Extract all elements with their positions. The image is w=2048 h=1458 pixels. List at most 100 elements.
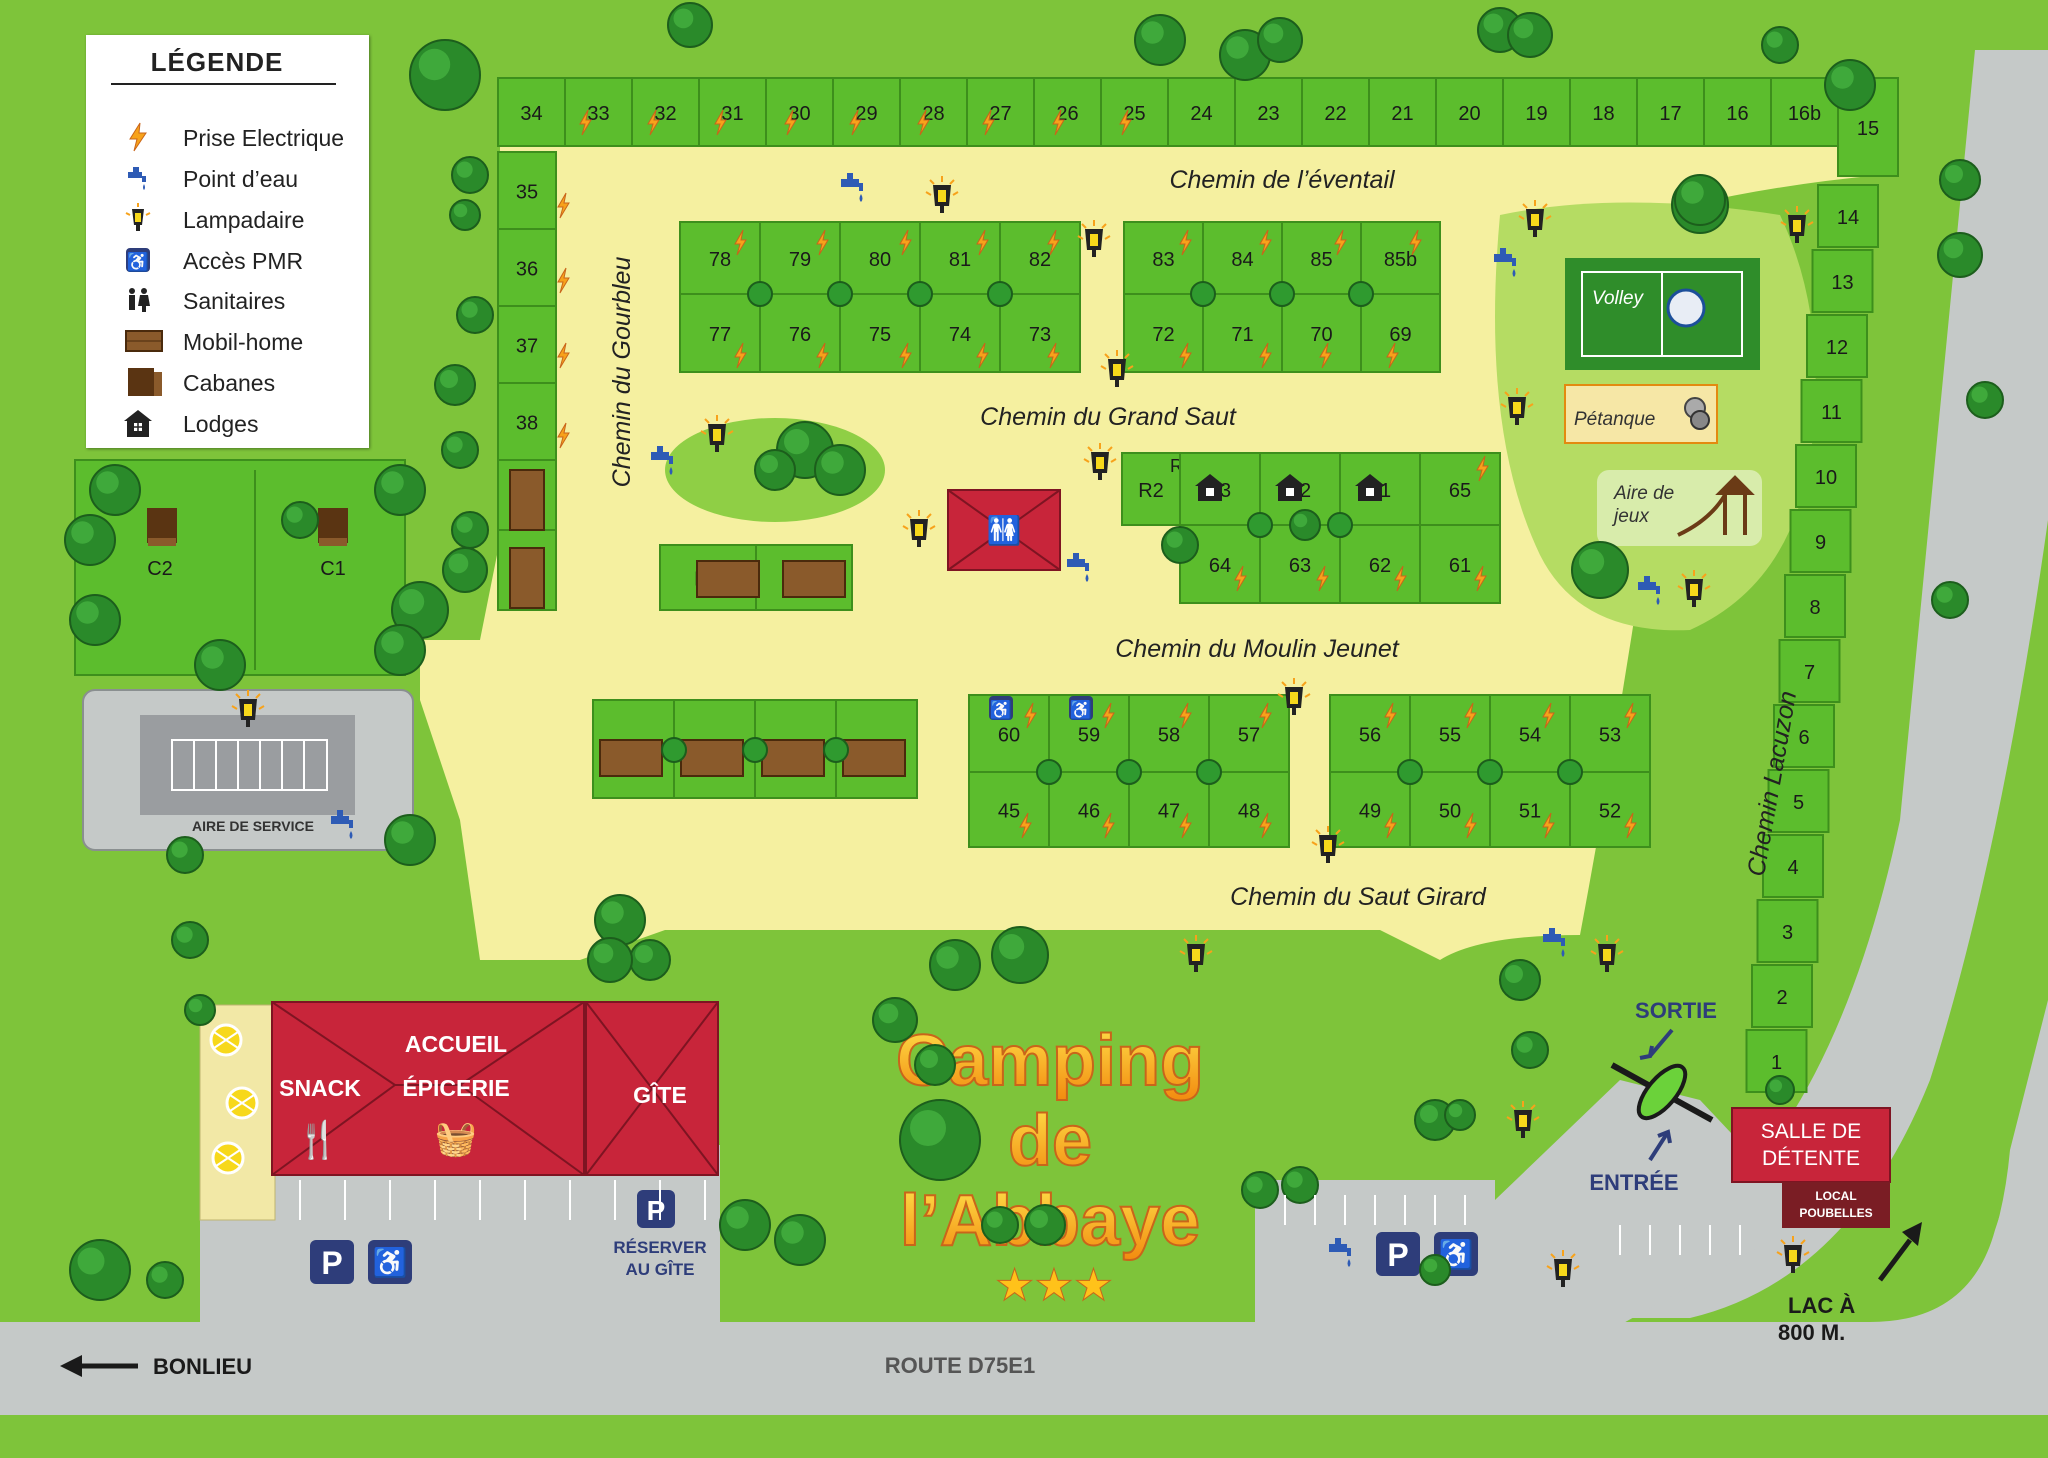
pitch-65[interactable]: 65 <box>1419 452 1501 526</box>
service-platform <box>140 715 355 815</box>
pitch-35-label: 35 <box>516 182 538 204</box>
pitch-16[interactable]: 16 <box>1703 77 1772 147</box>
street-lamp-icon <box>1277 678 1311 715</box>
pitch-58[interactable]: 58 <box>1128 694 1210 773</box>
pitch-29[interactable]: 29 <box>832 77 901 147</box>
pitch-10[interactable]: 10 <box>1795 444 1857 508</box>
sanitaires-building[interactable]: 🚻 <box>947 489 1061 571</box>
pitch-80[interactable]: 80 <box>839 221 921 295</box>
pitch-2[interactable]: 2 <box>1751 964 1813 1028</box>
pitch-8[interactable]: 8 <box>1784 574 1846 638</box>
pitch-85[interactable]: 85 <box>1281 221 1362 295</box>
pitch-25[interactable]: 25 <box>1100 77 1169 147</box>
pitch-75[interactable]: 75 <box>839 293 921 373</box>
pitch-62[interactable]: 62 <box>1339 524 1421 604</box>
pitch-47[interactable]: 47 <box>1128 771 1210 848</box>
pitch-14[interactable]: 14 <box>1817 184 1879 248</box>
pitch-6[interactable]: 6 <box>1773 704 1835 768</box>
pitch-l1[interactable]: L1 <box>1339 452 1421 526</box>
pitch-26[interactable]: 26 <box>1033 77 1102 147</box>
water-tap-icon <box>1067 553 1089 582</box>
pitch-24[interactable]: 24 <box>1167 77 1236 147</box>
pitch-23[interactable]: 23 <box>1234 77 1303 147</box>
pitch-69[interactable]: 69 <box>1360 293 1441 373</box>
svg-text:BONLIEU: BONLIEU <box>153 1354 252 1379</box>
pitch-21[interactable]: 21 <box>1368 77 1437 147</box>
lightning-icon <box>1624 702 1637 729</box>
pitch-38[interactable]: 38 <box>497 382 557 461</box>
pitch-12[interactable]: 12 <box>1806 314 1868 378</box>
pitch-30[interactable]: 30 <box>765 77 834 147</box>
pitch-79[interactable]: 79 <box>759 221 841 295</box>
pitch-35[interactable]: 35 <box>497 151 557 230</box>
pitch-45[interactable]: 45 <box>968 771 1050 848</box>
legend-item-mobilhome: Mobil-home <box>86 323 369 359</box>
pitch-18[interactable]: 18 <box>1569 77 1638 147</box>
accueil-building[interactable]: ACCUEIL SNACK ÉPICERIE 🍴 🧺 <box>271 1001 585 1176</box>
pitch-54[interactable]: 54 <box>1489 694 1571 773</box>
pitch-32[interactable]: 32 <box>631 77 700 147</box>
pitch-73[interactable]: 73 <box>999 293 1081 373</box>
pitch-46[interactable]: 46 <box>1048 771 1130 848</box>
pitch-48[interactable]: 48 <box>1208 771 1290 848</box>
pitch-85b[interactable]: 85b <box>1360 221 1441 295</box>
playground[interactable] <box>1597 470 1762 546</box>
pitch-57[interactable]: 57 <box>1208 694 1290 773</box>
pitch-61[interactable]: 61 <box>1419 524 1501 604</box>
lightning-icon <box>784 109 797 136</box>
pitch-13[interactable]: 13 <box>1811 249 1874 313</box>
gite-building[interactable]: GÎTE <box>585 1001 719 1176</box>
pitch-7[interactable]: 7 <box>1778 639 1841 703</box>
pitch-71[interactable]: 71 <box>1202 293 1283 373</box>
entrance-barrier[interactable] <box>1610 1058 1714 1125</box>
pitch-84[interactable]: 84 <box>1202 221 1283 295</box>
pitch-33[interactable]: 33 <box>564 77 633 147</box>
pitch-47-label: 47 <box>1158 801 1180 823</box>
pitch-3[interactable]: 3 <box>1756 899 1819 963</box>
pitch-78[interactable]: 78 <box>679 221 761 295</box>
pitch-55[interactable]: 55 <box>1409 694 1491 773</box>
pitch-72[interactable]: 72 <box>1123 293 1204 373</box>
pitch-19[interactable]: 19 <box>1502 77 1571 147</box>
pitch-11[interactable]: 11 <box>1800 379 1863 443</box>
pitch-27[interactable]: 27 <box>966 77 1035 147</box>
pitch-5[interactable]: 5 <box>1767 769 1830 833</box>
pitch-22[interactable]: 22 <box>1301 77 1370 147</box>
pitch-53[interactable]: 53 <box>1569 694 1651 773</box>
pitch-76[interactable]: 76 <box>759 293 841 373</box>
pitch-28[interactable]: 28 <box>899 77 968 147</box>
pitch-82[interactable]: 82 <box>999 221 1081 295</box>
lightning-icon <box>1542 812 1555 839</box>
pitch-1-label: 1 <box>1771 1052 1782 1074</box>
pitch-49[interactable]: 49 <box>1329 771 1411 848</box>
pitch-70[interactable]: 70 <box>1281 293 1362 373</box>
pitch-83[interactable]: 83 <box>1123 221 1204 295</box>
pitch-5-label: 5 <box>1793 792 1804 814</box>
lightning-icon <box>1179 702 1192 729</box>
pitch-34[interactable]: 34 <box>497 77 566 147</box>
pitch-17[interactable]: 17 <box>1636 77 1705 147</box>
pitch-77[interactable]: 77 <box>679 293 761 373</box>
pitch-52[interactable]: 52 <box>1569 771 1651 848</box>
salle-detente-building[interactable]: SALLE DE DÉTENTE <box>1731 1107 1891 1183</box>
pitch-50[interactable]: 50 <box>1409 771 1491 848</box>
pitch-11-label: 11 <box>1821 402 1842 424</box>
pitch-51[interactable]: 51 <box>1489 771 1571 848</box>
cabin-c1[interactable]: C1 <box>318 508 348 580</box>
pitch-37[interactable]: 37 <box>497 305 557 384</box>
pitch-74[interactable]: 74 <box>919 293 1001 373</box>
pitch-20[interactable]: 20 <box>1435 77 1504 147</box>
pitch-36[interactable]: 36 <box>497 228 557 307</box>
wheelchair-icon: ♿ <box>126 248 150 272</box>
pitch-56[interactable]: 56 <box>1329 694 1411 773</box>
water-tap-icon <box>1494 248 1516 277</box>
pitch-37-label: 37 <box>516 336 538 358</box>
water-tap-icon <box>841 173 863 202</box>
path-label-gourbleu: Chemin du Gourbleu <box>608 257 636 488</box>
pitch-4[interactable]: 4 <box>1762 834 1824 898</box>
pitch-9[interactable]: 9 <box>1789 509 1852 573</box>
gite-label: GÎTE <box>633 1081 687 1108</box>
pitch-81[interactable]: 81 <box>919 221 1001 295</box>
cabin-c2[interactable]: C2 <box>147 508 177 580</box>
pitch-31[interactable]: 31 <box>698 77 767 147</box>
